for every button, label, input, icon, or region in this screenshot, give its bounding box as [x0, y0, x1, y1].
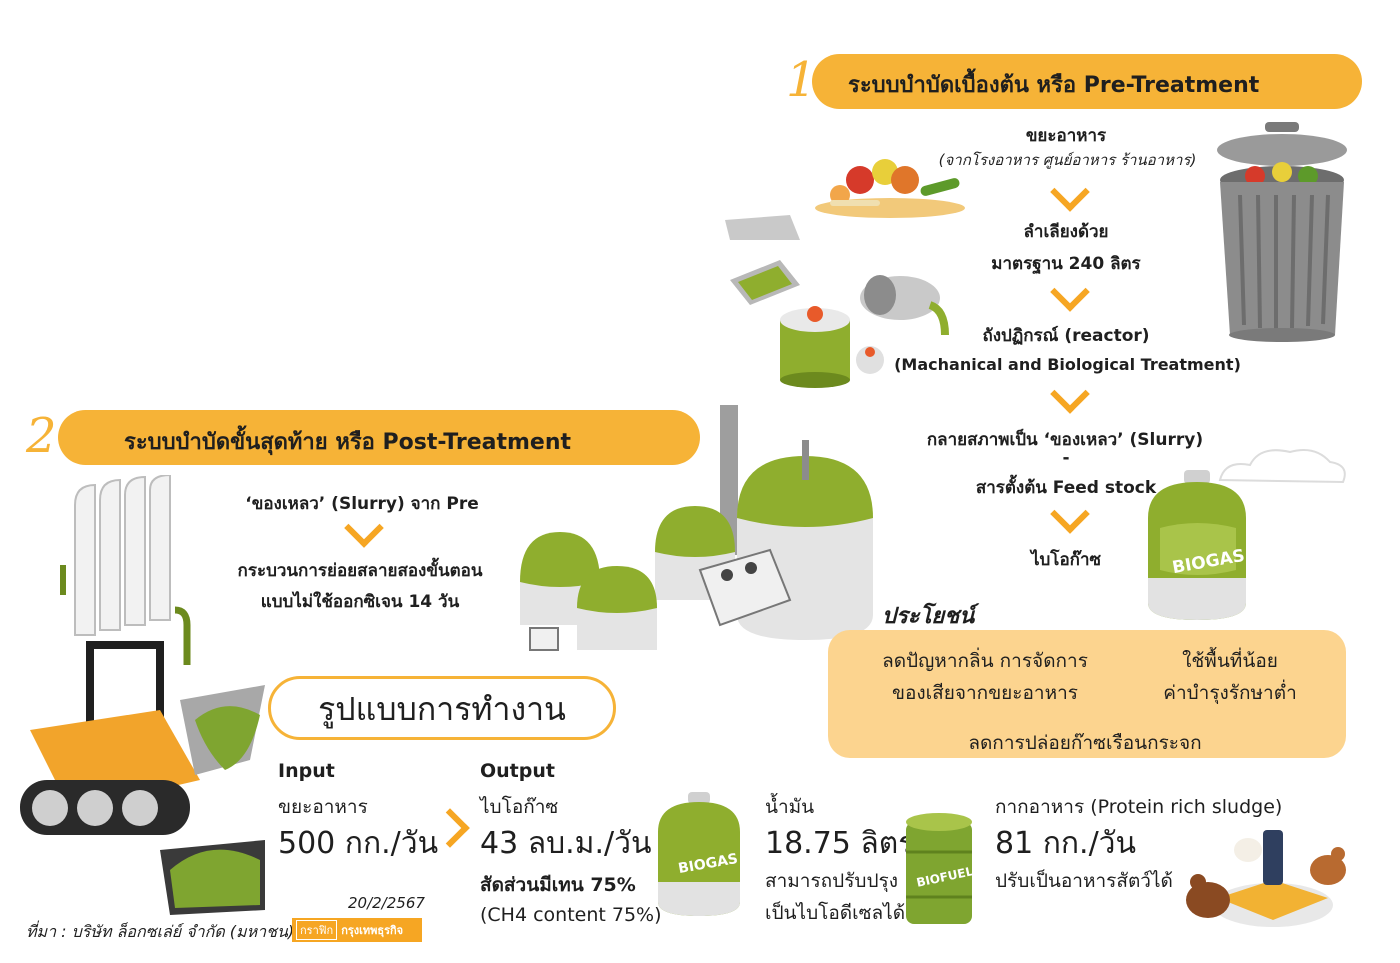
flow-feedstock: สารตั้งต้น Feed stock — [975, 478, 1157, 498]
biogas-tank-illustration — [1148, 470, 1246, 620]
benefit-item-2-line2: ค่าบำรุงรักษาต่ำ — [1163, 682, 1297, 704]
chevron-down-icon — [1050, 272, 1090, 312]
benefits-box — [828, 630, 1346, 758]
step-number-1: 1 — [786, 52, 817, 108]
heat-exchanger-illustration — [60, 475, 191, 665]
benefit-item-3: ลดการปล่อยก๊าซเรือนกระจก — [968, 732, 1202, 754]
output-sludge-name: กากอาหาร (Protein rich sludge) — [995, 796, 1283, 818]
flow-reactor-1: ถังปฏิกรณ์ (reactor) — [982, 326, 1150, 346]
publisher-logo-part-2: กรุงเทพธุรกิจ — [341, 924, 404, 937]
flow-reactor-2: (Machanical and Biological Treatment) — [894, 355, 1241, 374]
pretreatment-title: ระบบบำบัดเบื้องต้น หรือ Pre-Treatment — [848, 73, 1260, 98]
posttreatment-header: ระบบบำบัดขั้นสุดท้าย หรือ Post-Treatment — [58, 410, 700, 465]
benefit-item-1-line2: ของเสียจากขยะอาหาร — [891, 682, 1078, 704]
pretreatment-header: ระบบบำบัดเบื้องต้น หรือ Pre-Treatment — [812, 54, 1362, 109]
flow-dash: - — [1062, 448, 1070, 468]
output-oil-value: 18.75 ลิตร — [765, 826, 915, 861]
footer-source: ที่มา : บริษัท ล็อกซเล่ย์ จำกัด (มหาชน) — [26, 922, 295, 941]
publisher-logo: กราฟิก กรุงเทพธุรกิจ — [292, 918, 422, 942]
workflow-title-box — [268, 676, 616, 740]
footer-date: 20/2/2567 — [348, 894, 425, 912]
reactor-illustration — [725, 215, 949, 388]
cloud-decoration — [1218, 449, 1346, 484]
digester-plant-illustration — [520, 405, 873, 651]
chevron-down-icon — [1050, 172, 1090, 212]
benefit-item-1-line1: ลดปัญหากลิ่น การจัดการ — [882, 650, 1088, 672]
input-value: 500 กก./วัน — [278, 826, 439, 861]
benefits-title: ประโยชน์ — [882, 604, 975, 629]
output-label: Output — [480, 760, 555, 782]
loader-illustration — [20, 641, 265, 915]
flow-slurry: กลายสภาพเป็น ‘ของเหลว’ (Slurry) — [926, 430, 1204, 450]
food-waste-illustration — [815, 159, 965, 218]
flow-transport-2: มาตรฐาน 240 ลิตร — [991, 254, 1141, 274]
post-step-1: ‘ของเหลว’ (Slurry) จาก Pre — [245, 494, 479, 514]
output-biogas-value: 43 ลบ.ม./วัน — [480, 826, 652, 861]
biogas-small-tank-illustration — [658, 792, 740, 916]
trash-can-illustration — [1217, 122, 1347, 342]
chicken-feeder-illustration — [1186, 830, 1346, 927]
output-methane-ratio: สัดส่วนมีเทน 75% — [480, 874, 636, 896]
input-label: Input — [278, 760, 335, 782]
output-biogas-name: ไบโอก๊าซ — [480, 796, 559, 818]
biofuel-barrel-illustration — [906, 813, 972, 924]
flow-transport-1: ลำเลียงด้วย — [1023, 222, 1109, 242]
output-sludge-note: ปรับเป็นอาหารสัตว์ได้ — [995, 870, 1173, 892]
publisher-logo-part-1: กราฟิก — [296, 920, 338, 940]
output-sludge-value: 81 กก./วัน — [995, 826, 1137, 861]
flow-biogas: ไบโอก๊าซ — [1030, 550, 1102, 570]
chevron-down-icon — [1050, 374, 1090, 414]
benefit-item-2-line1: ใช้พื้นที่น้อย — [1182, 650, 1278, 672]
posttreatment-title: ระบบบำบัดขั้นสุดท้าย หรือ Post-Treatment — [124, 430, 572, 455]
workflow-title: รูปแบบการทำงาน — [318, 690, 566, 728]
output-ch4: (CH4 content 75%) — [480, 904, 662, 926]
post-step-2-line1: กระบวนการย่อยสลายสองขั้นตอน — [237, 561, 483, 581]
post-step-2-line2: แบบไม่ใช้ออกซิเจน 14 วัน — [260, 592, 460, 612]
flow-waste: ขยะอาหาร — [1025, 126, 1107, 146]
step-number-2: 2 — [26, 408, 57, 464]
input-name: ขยะอาหาร — [278, 796, 368, 818]
output-oil-name: น้ำมัน — [765, 796, 815, 818]
flow-waste-source: (จากโรงอาหาร ศูนย์อาหาร ร้านอาหาร) — [938, 151, 1197, 169]
output-oil-note-1: สามารถปรับปรุง — [765, 870, 899, 892]
output-oil-note-2: เป็นไบโอดีเซลได้ — [765, 902, 906, 924]
